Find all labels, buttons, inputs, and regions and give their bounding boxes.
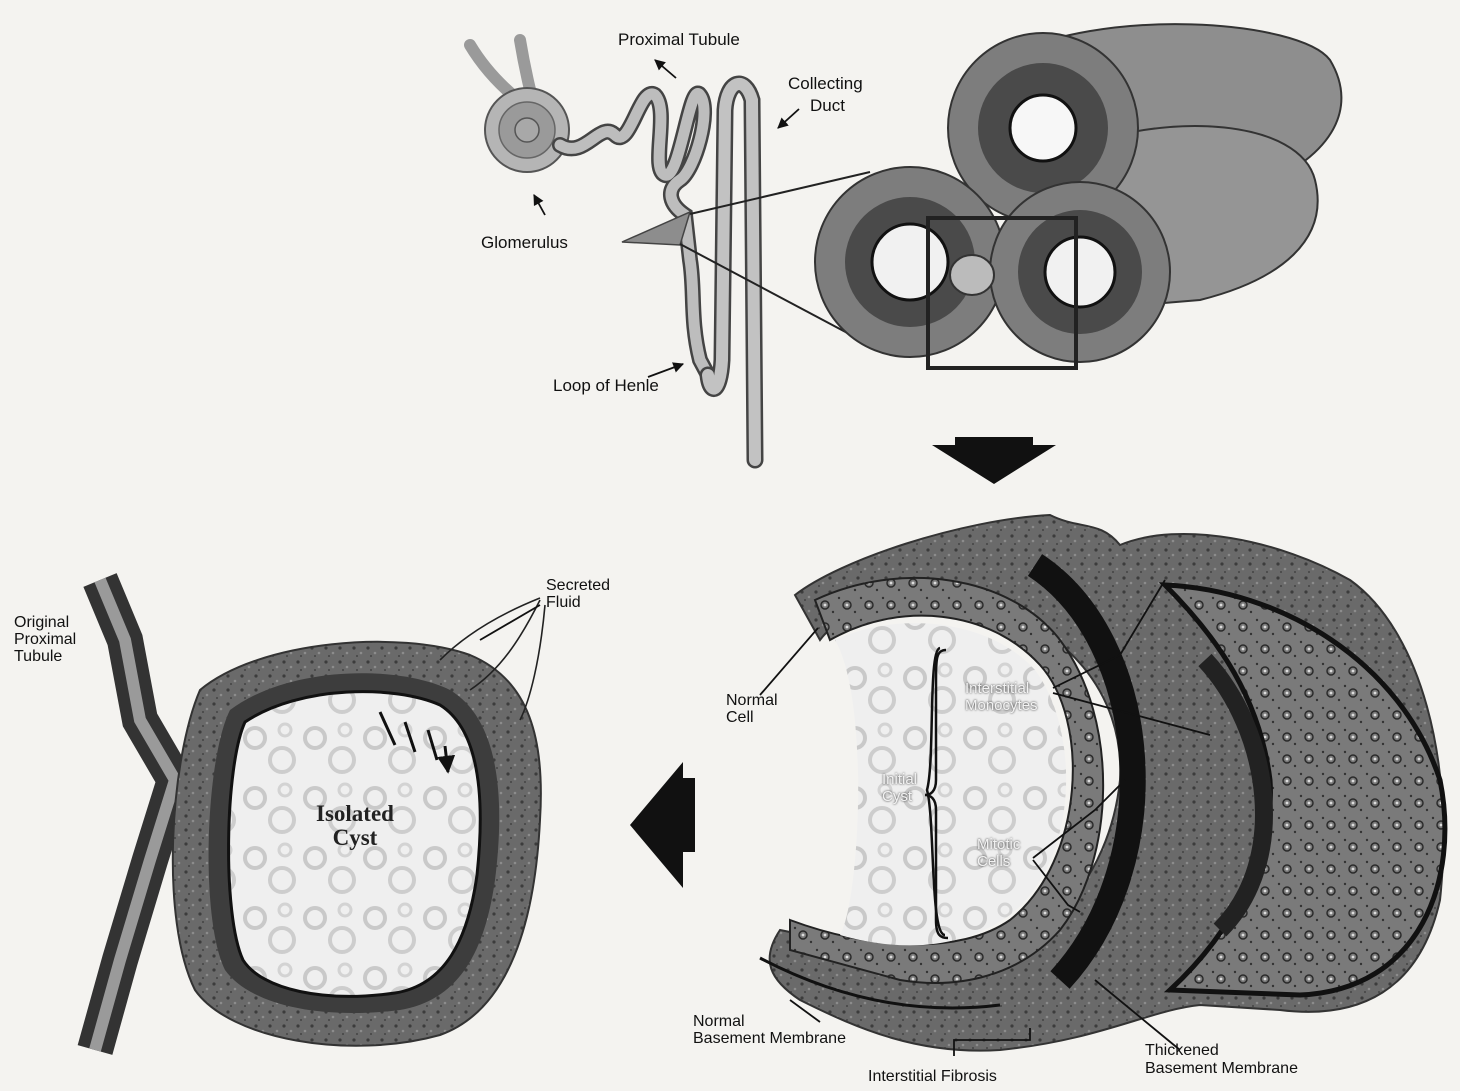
label-original-proximal-tubule-line3: Tubule <box>14 649 62 664</box>
label-loop-of-henle: Loop of Henle <box>553 377 659 394</box>
label-initial-cyst-line1: Initial <box>882 772 917 787</box>
label-secreted-fluid-line2: Fluid <box>546 595 581 610</box>
label-interstitial-monocytes-line2: Monocytes <box>965 698 1038 713</box>
label-proximal-tubule: Proximal Tubule <box>618 31 740 48</box>
label-normal-cell-line1: Normal <box>726 693 778 708</box>
label-initial-cyst-line2: Cyst <box>882 789 912 804</box>
tubule-cross-section <box>815 24 1341 368</box>
label-secreted-fluid-line1: Secreted <box>546 578 610 593</box>
label-collecting-duct-line1: Collecting <box>788 75 863 92</box>
label-normal-cell-line2: Cell <box>726 710 754 725</box>
arrow-left-head <box>630 762 683 888</box>
enlarged-section <box>760 515 1445 1051</box>
label-isolated-cyst-line1: Isolated <box>300 802 410 826</box>
label-original-proximal-tubule-line2: Proximal <box>14 632 76 647</box>
label-interstitial-fibrosis: Interstitial Fibrosis <box>868 1069 997 1084</box>
label-isolated-cyst-line2: Cyst <box>300 826 410 850</box>
label-mitotic-cells-line1: Mitotic <box>977 837 1020 852</box>
label-mitotic-cells-line2: Cells <box>977 854 1010 869</box>
label-original-proximal-tubule-line1: Original <box>14 615 69 630</box>
label-thickened-basement-membrane-line2: Basement Membrane <box>1145 1061 1298 1076</box>
label-thickened-basement-membrane-line1: Thickened <box>1145 1043 1219 1058</box>
label-interstitial-monocytes-line1: Interstitial <box>965 681 1029 696</box>
label-normal-basement-membrane-line1: Normal <box>693 1014 745 1029</box>
label-normal-basement-membrane-line2: Basement Membrane <box>693 1031 846 1046</box>
arrow-down <box>932 437 1056 484</box>
label-collecting-duct-line2: Duct <box>810 97 845 114</box>
label-glomerulus: Glomerulus <box>481 234 568 251</box>
